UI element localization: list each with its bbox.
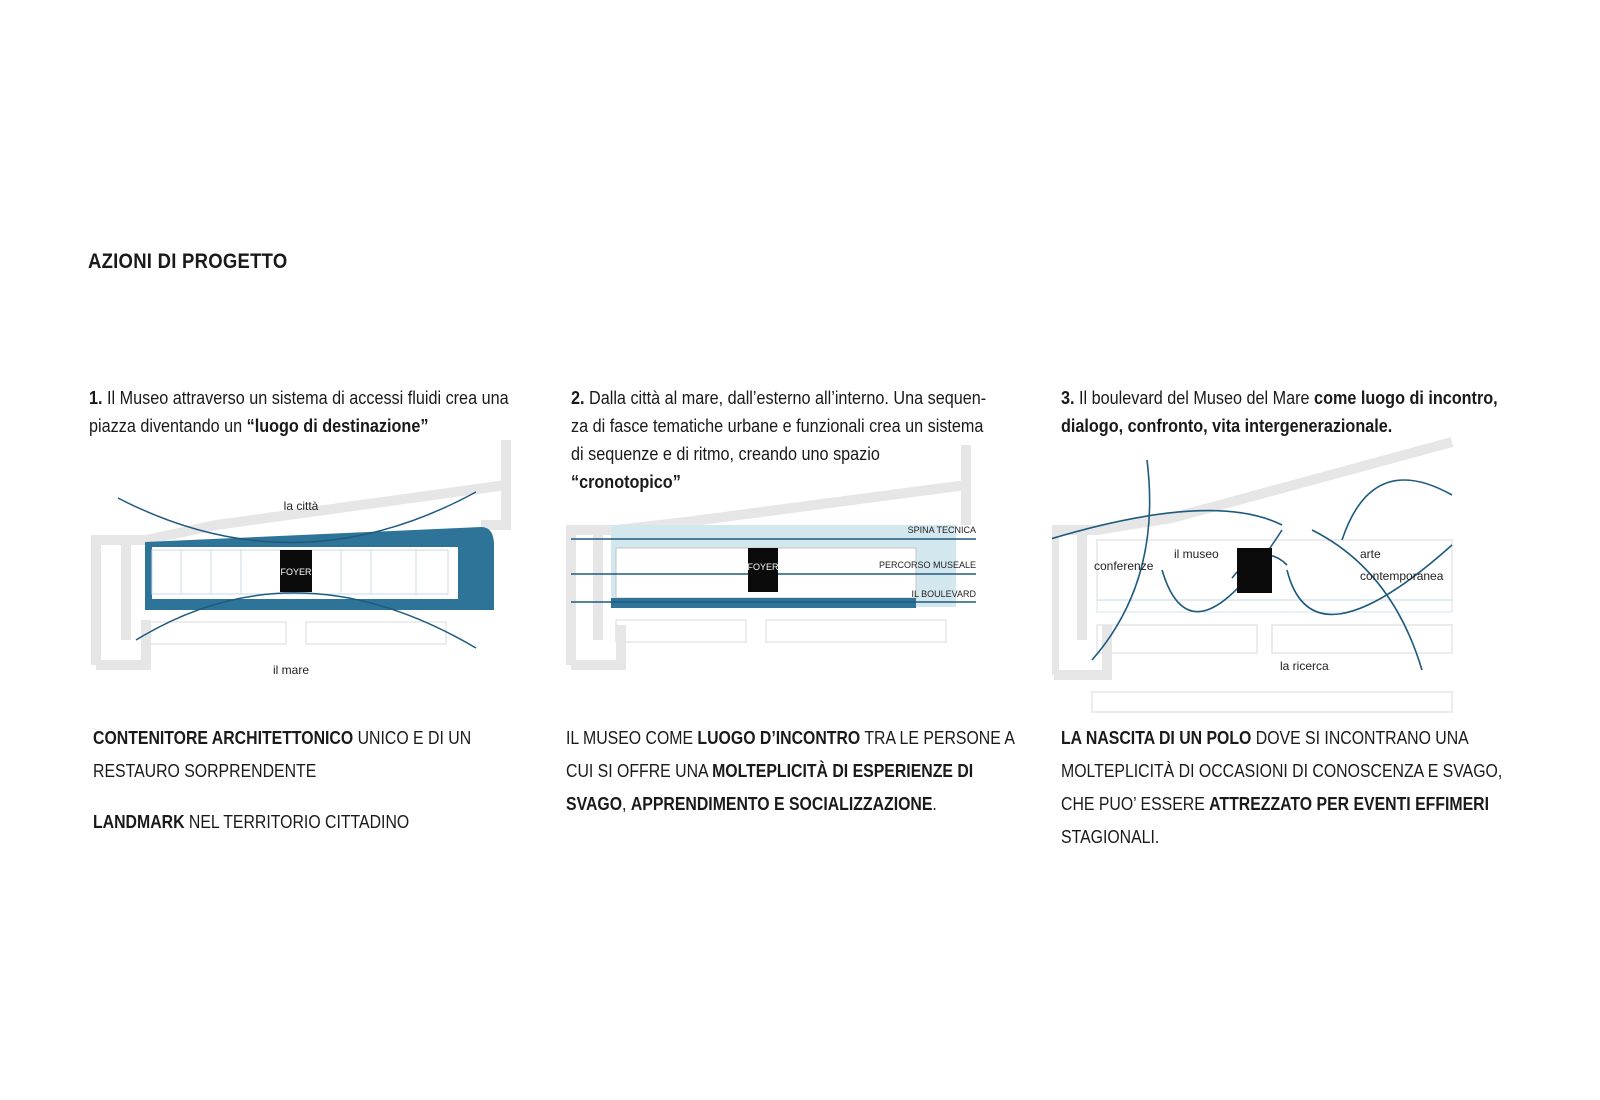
diagram-1-svg: FOYER la città il mare — [91, 440, 511, 677]
label-la-ricerca: la ricerca — [1280, 659, 1329, 673]
diagram-destinazione: FOYER la città il mare — [86, 430, 576, 715]
museum-box — [1237, 548, 1272, 593]
ghost-buildings-lower — [145, 621, 447, 645]
label-il-boulevard: IL BOULEVARD — [911, 589, 976, 599]
section-number: 3. — [1061, 388, 1075, 408]
summary-text: IL MUSEO COME — [566, 728, 698, 748]
label-contemporanea: contemporanea — [1360, 569, 1444, 583]
summary-highlight: ATTREZZATO PER EVENTI EFFIMERI — [1209, 794, 1490, 814]
summary-text: UNICO E DI UN RESTAURO SORPRENDENTE — [93, 728, 472, 781]
section-number: 2. — [571, 388, 585, 408]
diagram-polo: conferenze il museo arte contemporanea l… — [1052, 430, 1542, 715]
summary-text: STAGIONALI. — [1061, 827, 1160, 847]
intro-text: Il boulevard del Museo del Mare — [1079, 388, 1315, 408]
section-2-intro: 2. Dalla città al mare, dall’esterno all… — [571, 384, 1031, 496]
ghost-buildings-lower — [615, 619, 947, 643]
intro-text: Dalla città al mare, dall’esterno all’in… — [571, 388, 987, 464]
summary-text: . — [932, 794, 937, 814]
summary-text: , — [622, 794, 631, 814]
label-arte: arte — [1360, 547, 1381, 561]
diagram-2-svg: FOYER SPINA TECNICA PERCORSO MUSEALE IL … — [566, 445, 976, 670]
diagram-cronotopico: FOYER SPINA TECNICA PERCORSO MUSEALE IL … — [566, 430, 1056, 715]
summary-highlight: LA NASCITA DI UN POLO — [1061, 728, 1252, 748]
label-conferenze: conferenze — [1094, 559, 1154, 573]
summary-highlight: LANDMARK — [93, 812, 185, 832]
summary-highlight: CONTENITORE ARCHITETTONICO — [93, 728, 354, 748]
intro-highlight: “cronotopico” — [571, 472, 681, 492]
section-1-intro: 1. Il Museo attraverso un sistema di acc… — [89, 384, 549, 440]
summary-highlight: APPRENDIMENTO E SOCIALIZZAZIONE — [630, 794, 933, 814]
page-title: AZIONI DI PROGETTO — [88, 250, 288, 273]
ghost-boulevard — [1096, 599, 1453, 613]
section-2-summary: IL MUSEO COME LUOGO D’INCONTRO TRA LE PE… — [566, 722, 1024, 821]
label-percorso-museale: PERCORSO MUSEALE — [879, 560, 976, 570]
section-3-summary: LA NASCITA DI UN POLO DOVE SI INCONTRANO… — [1061, 722, 1519, 854]
intro-text: Il Museo attraverso un sistema di access… — [89, 388, 509, 436]
summary-text: NEL TERRITORIO CITTADINO — [184, 812, 410, 832]
label-la-citta: la città — [284, 499, 319, 513]
summary-highlight: LUOGO D’INCONTRO — [697, 728, 861, 748]
section-number: 1. — [89, 388, 103, 408]
summary-highlight: MOLTEPLICITÀ DI ESPERIENZE DI SVAGO — [566, 761, 974, 814]
foyer-box — [748, 548, 778, 592]
foyer-label: FOYER — [747, 562, 779, 572]
boulevard-band — [611, 598, 916, 608]
intro-highlight: “luogo di destinazione” — [246, 416, 429, 436]
summary-text: TRA LE PERSONE A CUI SI OFFRE UNA — [566, 728, 1015, 781]
summary-text: DOVE SI INCONTRANO UNA MOLTEPLICITÀ DI O… — [1061, 728, 1503, 814]
access-curves — [117, 491, 477, 649]
ghost-street-plan — [91, 440, 511, 670]
foyer-box — [280, 550, 312, 592]
label-spina-tecnica: SPINA TECNICA — [908, 525, 976, 535]
label-il-mare: il mare — [273, 663, 309, 677]
section-3-intro: 3. Il boulevard del Museo del Mare come … — [1061, 384, 1521, 440]
foyer-label: FOYER — [280, 567, 312, 577]
label-il-museo: il museo — [1174, 547, 1219, 561]
intro-highlight: come luogo di incontro, dialogo, confron… — [1061, 388, 1498, 436]
diagram-3-svg: conferenze il museo arte contemporanea l… — [1052, 437, 1454, 713]
section-1-summary: CONTENITORE ARCHITETTONICO UNICO E DI UN… — [93, 722, 551, 839]
